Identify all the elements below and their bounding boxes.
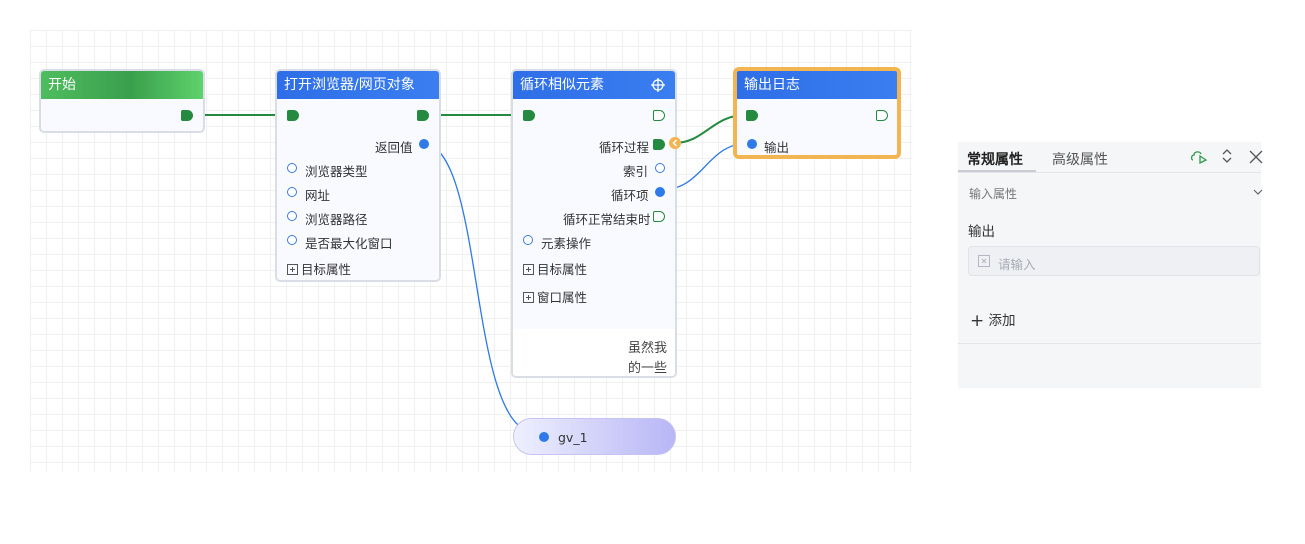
node-loop-title-text: 循环相似元素 <box>520 77 604 93</box>
output-input[interactable]: 请输入 <box>968 246 1260 276</box>
divider <box>958 172 1261 173</box>
flow-out-port[interactable] <box>653 110 665 121</box>
field-label-output: 输出 <box>968 224 995 240</box>
return-value-port[interactable] <box>419 139 429 149</box>
flow-in-port[interactable] <box>523 110 535 121</box>
loop-end-port[interactable] <box>653 211 665 222</box>
divider <box>958 343 1261 344</box>
add-label: 添加 <box>988 313 1016 329</box>
variable-icon <box>978 255 990 267</box>
loop-item-port[interactable] <box>655 187 665 197</box>
target-props-expander[interactable]: 目标属性 <box>523 259 587 278</box>
node-open-browser-title: 打开浏览器/网页对象 <box>277 71 439 99</box>
plus-icon: + <box>970 311 985 331</box>
param-port-url[interactable] <box>287 187 297 197</box>
return-value-label: 返回值 <box>375 140 413 155</box>
param-browser-path: 浏览器路径 <box>305 212 368 227</box>
node-start[interactable]: 开始 <box>39 69 205 133</box>
loop-process-label: 循环过程 <box>599 140 650 155</box>
expand-icon <box>523 264 534 275</box>
target-props-label: 目标属性 <box>537 262 588 277</box>
window-props-expander[interactable]: 窗口属性 <box>523 287 587 306</box>
loop-item-label: 循环项 <box>611 188 649 203</box>
param-port-maximize[interactable] <box>287 235 297 245</box>
target-props-label: 目标属性 <box>301 262 352 277</box>
param-browser-type: 浏览器类型 <box>305 164 368 179</box>
flow-out-port[interactable] <box>876 110 888 121</box>
expand-collapse-icon[interactable] <box>1221 148 1233 164</box>
crosshair-icon[interactable] <box>651 78 665 92</box>
flow-out-port[interactable] <box>417 110 429 121</box>
tab-advanced[interactable]: 高级属性 <box>1052 152 1108 168</box>
node-start-title: 开始 <box>41 71 203 99</box>
property-panel: 常规属性 高级属性 输入属性 输出 请输入 + 添加 <box>958 142 1263 388</box>
window-props-label: 窗口属性 <box>537 290 588 305</box>
note-line-1: 虽然我 <box>628 341 668 356</box>
index-port[interactable] <box>655 163 665 173</box>
node-output-log-title: 输出日志 <box>737 71 897 99</box>
expand-icon <box>523 292 534 303</box>
param-maximize: 是否最大化窗口 <box>305 236 393 251</box>
flow-out-port[interactable] <box>181 110 193 121</box>
expand-icon <box>287 264 298 275</box>
target-props-expander[interactable]: 目标属性 <box>287 259 351 278</box>
param-port-browser-path[interactable] <box>287 211 297 221</box>
index-label: 索引 <box>623 164 649 179</box>
run-icon[interactable] <box>1190 148 1208 164</box>
node-output-log[interactable]: 输出日志 输出 <box>733 67 901 159</box>
param-url: 网址 <box>305 188 331 203</box>
param-port-browser-type[interactable] <box>287 163 297 173</box>
output-port[interactable] <box>747 139 757 149</box>
close-icon[interactable] <box>1249 150 1263 164</box>
loop-process-port[interactable] <box>653 139 665 150</box>
tab-underline <box>958 170 1036 172</box>
tab-general[interactable]: 常规属性 <box>967 152 1023 168</box>
flow-in-port[interactable] <box>746 110 758 121</box>
add-button[interactable]: + 添加 <box>970 309 1016 331</box>
element-op-port[interactable] <box>523 235 533 245</box>
node-loop-similar[interactable]: 循环相似元素 循环过程 索引 循环项 循环正常结束时 元素操作 目标属性 窗口属… <box>511 69 677 378</box>
note-line-2: 的一些 <box>628 361 668 376</box>
element-op-label: 元素操作 <box>541 236 592 251</box>
node-footer <box>513 329 675 376</box>
loop-end-label: 循环正常结束时 <box>563 212 651 227</box>
variable-name: gv_1 <box>558 430 588 445</box>
section-input-props: 输入属性 <box>969 187 1018 201</box>
variable-port[interactable] <box>539 432 549 442</box>
variable-node[interactable]: gv_1 <box>513 418 676 455</box>
input-placeholder: 请输入 <box>998 257 1036 272</box>
output-label: 输出 <box>764 140 790 155</box>
connection-handle-icon[interactable] <box>668 136 682 150</box>
node-open-browser[interactable]: 打开浏览器/网页对象 返回值 浏览器类型 网址 浏览器路径 是否最大化窗口 目标… <box>275 69 441 282</box>
chevron-down-icon[interactable] <box>1253 189 1263 197</box>
flow-in-port[interactable] <box>287 110 299 121</box>
node-loop-title: 循环相似元素 <box>513 71 675 99</box>
